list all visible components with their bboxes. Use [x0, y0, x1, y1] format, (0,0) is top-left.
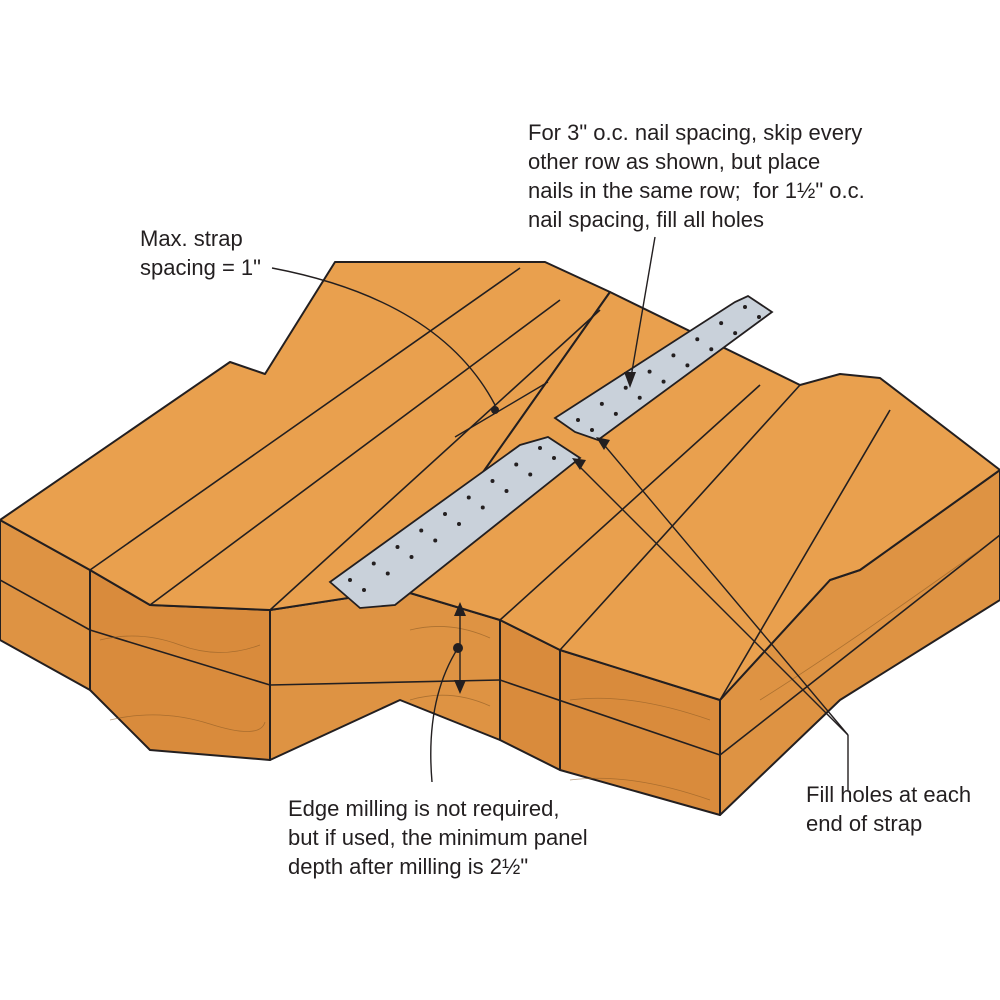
- strap-spacing-callout: Max. strap spacing = 1": [140, 226, 261, 280]
- nail-hole: [514, 462, 519, 467]
- nail-hole: [743, 305, 747, 309]
- nail-hole: [395, 545, 400, 549]
- nail-hole: [599, 401, 604, 406]
- nail-spacing-callout: For 3" o.c. nail spacing, skip every oth…: [528, 120, 865, 232]
- nail-hole: [433, 538, 438, 543]
- nail-hole: [709, 347, 714, 352]
- nail-hole: [661, 379, 666, 384]
- board-seams: [0, 267, 1000, 756]
- nail-hole: [371, 561, 376, 566]
- nail-hole: [528, 472, 533, 477]
- nail-hole: [457, 522, 461, 526]
- nail-hole: [504, 489, 509, 493]
- nail-hole: [480, 505, 485, 510]
- arrowheads-and-dots: [453, 372, 636, 694]
- nail-hole: [685, 363, 690, 368]
- nail-hole: [719, 321, 724, 326]
- leader-lines: [271, 236, 849, 790]
- nail-hole: [647, 369, 652, 374]
- nail-hole: [671, 353, 676, 358]
- lower-strap: [328, 436, 582, 609]
- nail-hole: [419, 528, 424, 533]
- edge-milling-callout: Edge milling is not required, but if use…: [288, 796, 588, 879]
- nail-hole: [637, 395, 642, 400]
- nail-hole: [538, 446, 542, 450]
- nail-hole: [348, 578, 352, 582]
- nail-hole: [576, 418, 580, 422]
- nail-hole: [733, 331, 738, 336]
- fill-holes-callout: Fill holes at each end of strap: [806, 782, 972, 836]
- nail-hole: [443, 512, 447, 516]
- nail-hole: [613, 411, 618, 416]
- nail-hole: [695, 337, 700, 342]
- nail-hole: [385, 571, 390, 576]
- nail-hole: [552, 456, 556, 460]
- straps: [328, 294, 774, 609]
- nail-hole: [623, 385, 628, 390]
- nail-hole: [466, 495, 471, 500]
- upper-strap: [553, 294, 774, 442]
- wood-grain: [99, 549, 981, 801]
- nail-holes: [348, 305, 761, 592]
- nail-hole: [757, 315, 761, 319]
- nail-hole: [409, 555, 414, 559]
- nail-hole: [590, 428, 594, 432]
- nail-hole: [362, 588, 366, 592]
- nail-hole: [490, 479, 495, 483]
